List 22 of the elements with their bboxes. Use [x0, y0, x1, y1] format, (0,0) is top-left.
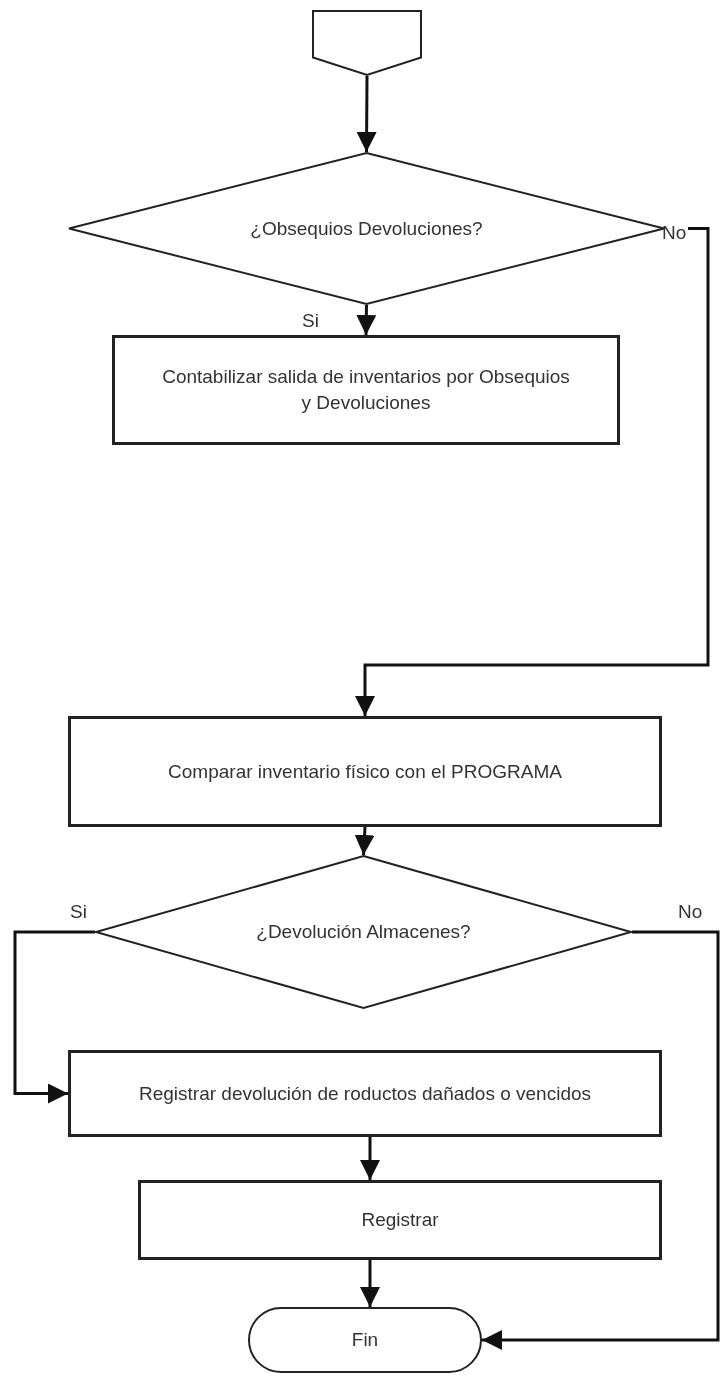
arrow [360, 1137, 380, 1180]
node-text: Contabilizar salida de inventarios por Obsequios y Devoluciones [161, 365, 571, 415]
decision-diamond [68, 152, 665, 305]
decision-diamond [95, 855, 632, 1009]
process-box [68, 1050, 662, 1137]
node-text: Comparar inventario físico con el PROGRAMA [167, 759, 563, 784]
node-text: Fin [350, 1328, 380, 1353]
arrow [356, 76, 377, 152]
arrow [13, 930, 95, 1104]
off-page-connector [312, 10, 422, 76]
process-box [138, 1180, 662, 1260]
arrow [356, 304, 377, 336]
node-text: Registrar [360, 1208, 440, 1233]
arrow [355, 227, 710, 716]
node-text: ¿Devolución Almacenes? [255, 920, 472, 945]
arrow [354, 826, 375, 856]
node-text: Registrar devolución de roductos dañados o vencidos [137, 1081, 593, 1106]
arrow [360, 1260, 380, 1307]
process-box [68, 716, 662, 827]
arrow [482, 930, 720, 1350]
process-box [112, 335, 620, 445]
node-text: ¿Obsequios Devoluciones? [249, 216, 484, 241]
